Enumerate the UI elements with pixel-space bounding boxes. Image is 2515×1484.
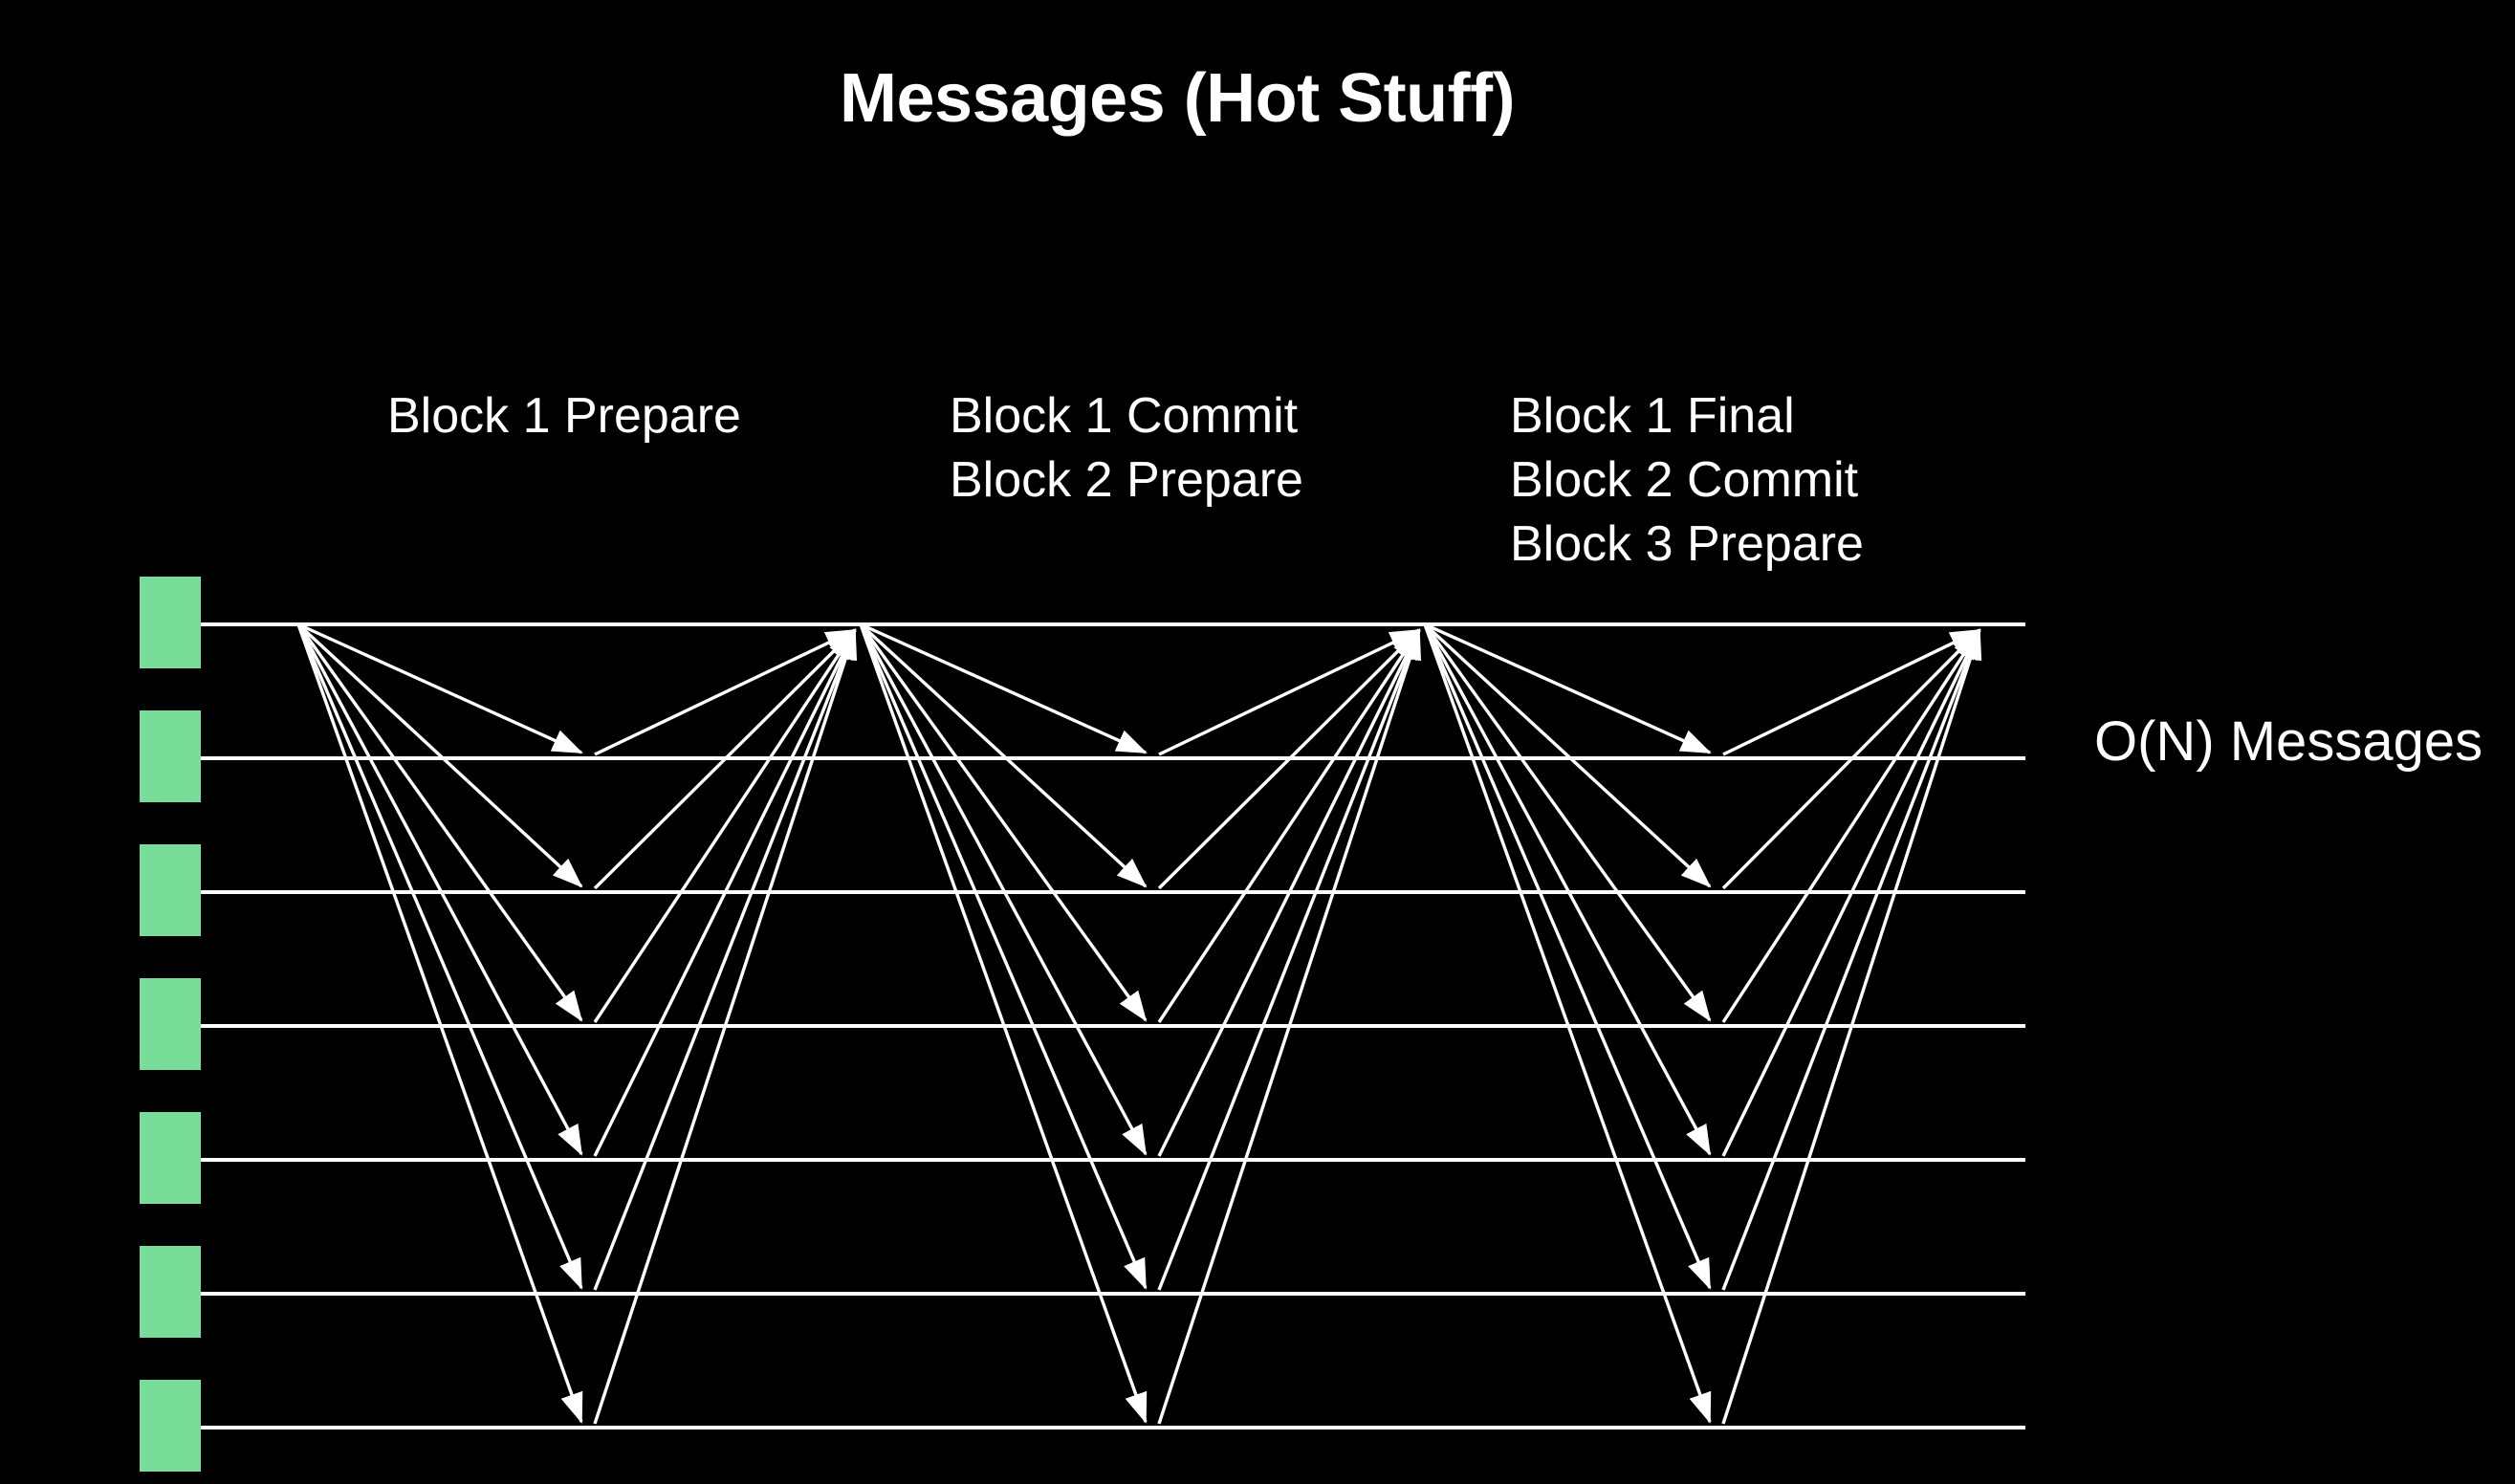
broadcast-arrow: [859, 623, 1148, 1290]
node-box: [140, 1112, 201, 1204]
broadcast-arrow: [296, 623, 583, 1022]
vote-arrow: [1158, 628, 1421, 756]
broadcast-arrow: [1423, 623, 1712, 1290]
broadcast-arrow: [1424, 622, 1712, 754]
phase-label-line: Block 1 Prepare: [387, 388, 741, 444]
phase-label-line: Block 1 Final: [1510, 388, 1795, 444]
phase-label-1: Block 1 Prepare: [387, 384, 741, 448]
broadcast-arrow: [859, 623, 1148, 1424]
broadcast-arrow: [860, 622, 1148, 754]
message-arrows: [296, 622, 1982, 1425]
vote-arrow: [1721, 628, 1981, 1291]
node-lanes: [199, 622, 2025, 1429]
vote-arrow: [1721, 628, 1981, 1023]
broadcast-arrow: [296, 623, 583, 1424]
vote-arrow: [594, 628, 857, 756]
broadcast-arrow: [297, 622, 583, 754]
phase-label-3: Block 1 Final Block 2 Commit Block 3 Pre…: [1510, 384, 1864, 577]
phase-label-2: Block 1 Commit Block 2 Prepare: [950, 384, 1303, 513]
node-column: [140, 577, 201, 1472]
phase-label-line: Block 3 Prepare: [1510, 516, 1864, 572]
node-box: [140, 1246, 201, 1338]
vote-arrow: [1721, 628, 1981, 1157]
broadcast-arrow: [296, 622, 583, 888]
vote-arrow: [1157, 628, 1421, 890]
vote-arrow: [593, 628, 857, 1023]
complexity-label: O(N) Messages: [2094, 710, 2483, 773]
broadcast-arrow: [859, 623, 1148, 1156]
broadcast-arrow: [1423, 623, 1712, 1156]
node-box: [140, 978, 201, 1070]
phase-label-line: Block 1 Commit: [950, 388, 1299, 444]
vote-arrow: [1721, 628, 1982, 1425]
broadcast-arrow: [296, 623, 583, 1156]
vote-arrow: [593, 628, 857, 1157]
slide-title: Messages (Hot Stuff): [839, 60, 1516, 137]
vote-arrow: [1157, 628, 1421, 1291]
broadcast-arrow: [296, 623, 583, 1290]
broadcast-arrow: [1423, 623, 1712, 1424]
broadcast-arrow: [1423, 623, 1712, 1022]
vote-arrow: [593, 628, 858, 1425]
vote-arrow: [1721, 628, 1981, 890]
broadcast-arrow: [1423, 622, 1712, 888]
vote-arrow: [593, 628, 857, 890]
node-box: [140, 710, 201, 802]
vote-arrow: [1722, 628, 1981, 756]
vote-arrow: [1157, 628, 1421, 1157]
phase-label-line: Block 2 Commit: [1510, 452, 1859, 508]
node-box: [140, 577, 201, 668]
node-box: [140, 844, 201, 936]
vote-arrow: [1157, 628, 1422, 1425]
node-box: [140, 1380, 201, 1472]
broadcast-arrow: [859, 622, 1148, 888]
broadcast-arrow: [859, 623, 1148, 1022]
phase-label-line: Block 2 Prepare: [950, 452, 1303, 508]
vote-arrow: [1157, 628, 1421, 1023]
vote-arrow: [593, 628, 857, 1291]
